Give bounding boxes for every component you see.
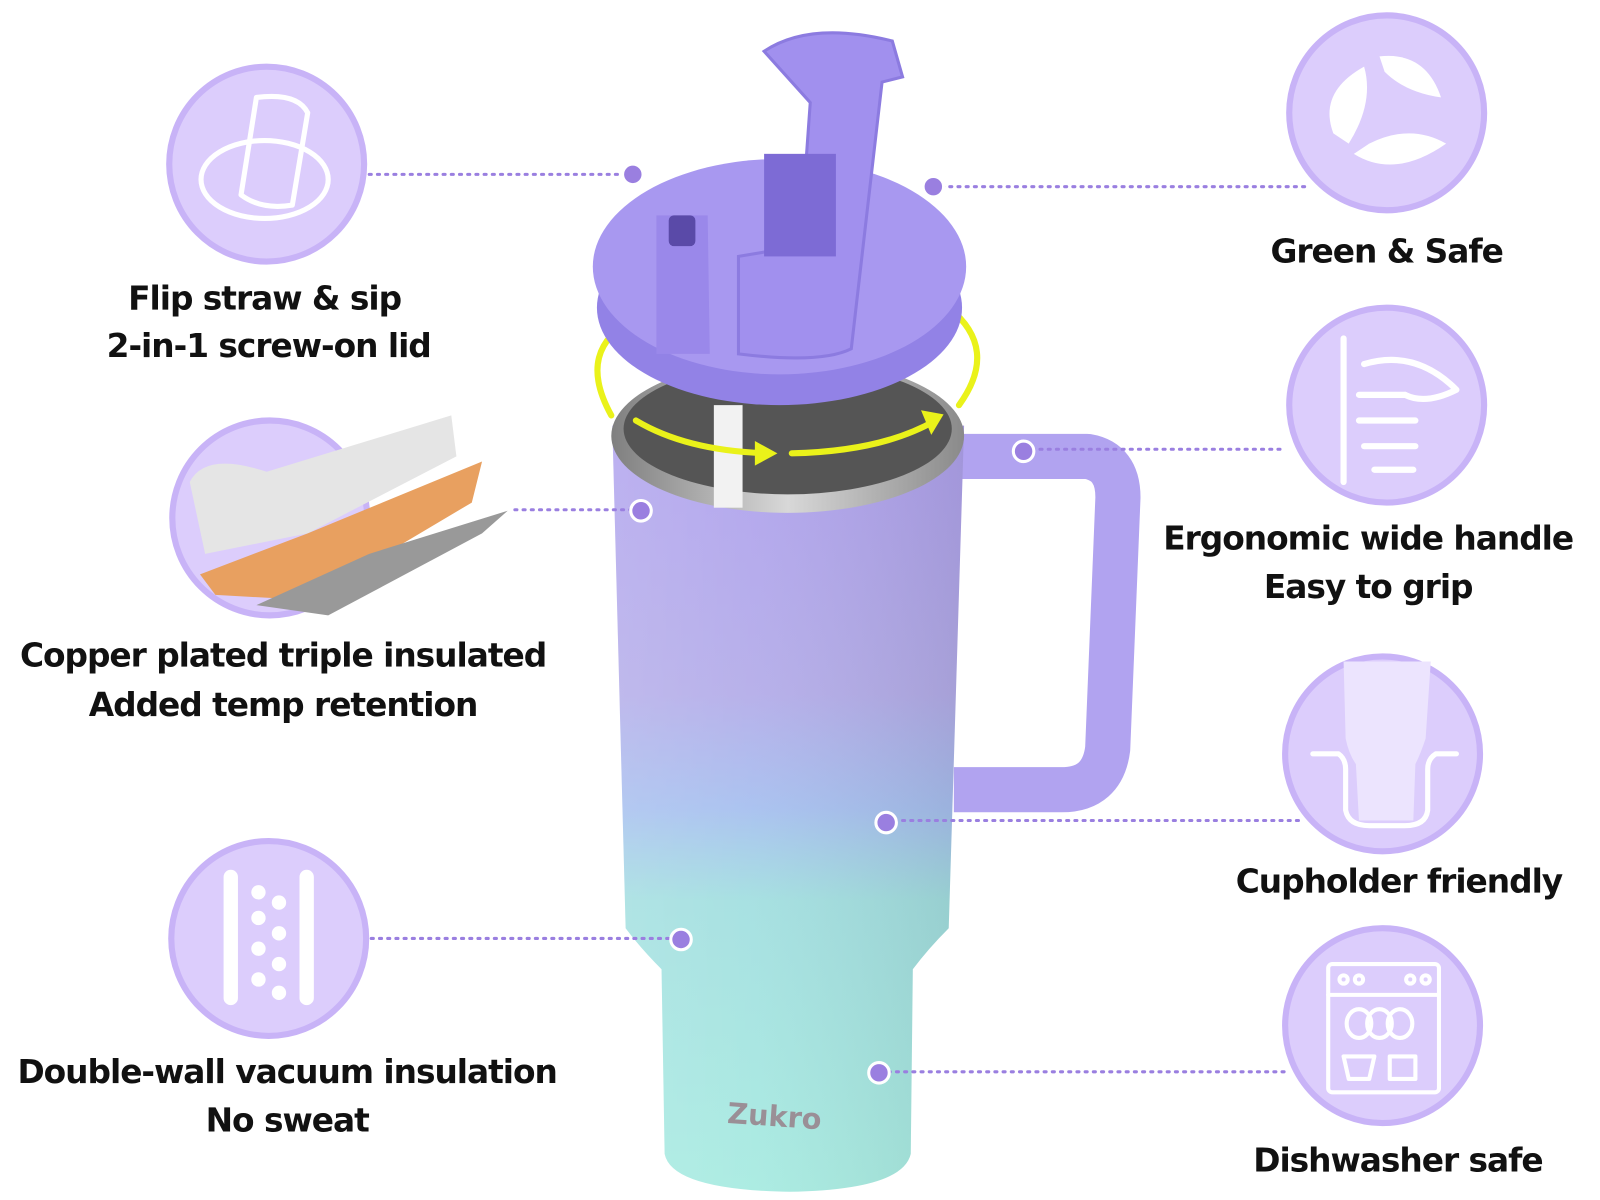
feature-label: Easy to grip	[1264, 568, 1473, 606]
flip-lid	[592, 31, 967, 406]
feature-label: 2-in-1 screw-on lid	[107, 327, 431, 365]
callout-dot	[669, 927, 693, 952]
feature-copper-insulation: Copper plated triple insulated Added tem…	[20, 415, 547, 724]
feature-vacuum-insulation: Double-wall vacuum insulation No sweat	[17, 837, 558, 1139]
vacuum-wall-icon	[223, 869, 314, 1006]
screw-rotation-arrows	[594, 304, 981, 466]
feature-label: Green & Safe	[1270, 233, 1502, 271]
feature-label: Ergonomic wide handle	[1163, 520, 1573, 558]
callout-dot	[621, 162, 645, 187]
feature-label: Added temp retention	[89, 686, 478, 724]
callout-dot	[921, 174, 946, 199]
callout-dot	[629, 498, 653, 523]
feature-label: Flip straw & sip	[128, 280, 402, 318]
cupholder-icon	[1310, 661, 1459, 829]
copper-layers-icon	[189, 415, 508, 616]
tumbler-handle	[953, 433, 1141, 813]
feature-label: Dishwasher safe	[1253, 1141, 1542, 1179]
dishwasher-icon	[1326, 962, 1442, 1095]
callout-dot	[874, 810, 898, 835]
feature-handle: Ergonomic wide handle Easy to grip	[1163, 304, 1574, 606]
feature-label: Double-wall vacuum insulation	[17, 1053, 556, 1091]
feature-label: No sweat	[206, 1101, 369, 1139]
feature-cupholder: Cupholder friendly	[1236, 653, 1564, 900]
feature-label: Cupholder friendly	[1236, 862, 1563, 900]
callout-dot	[867, 1061, 891, 1085]
feature-label: Copper plated triple insulated	[20, 637, 546, 675]
feature-dishwasher: Dishwasher safe	[1253, 925, 1544, 1179]
lid-icon	[198, 93, 331, 222]
hand-grip-icon	[1340, 335, 1460, 486]
brand-logo: Zukro	[726, 1096, 822, 1136]
feature-flip-lid: Flip straw & sip 2-in-1 screw-on lid	[107, 63, 432, 365]
tumbler: Zukro	[611, 358, 1141, 1192]
leader-lines	[367, 162, 1310, 1085]
feature-green-safe: Green & Safe	[1270, 12, 1504, 271]
callout-dot	[1011, 439, 1036, 464]
leaf-recycle-icon	[1329, 55, 1447, 165]
